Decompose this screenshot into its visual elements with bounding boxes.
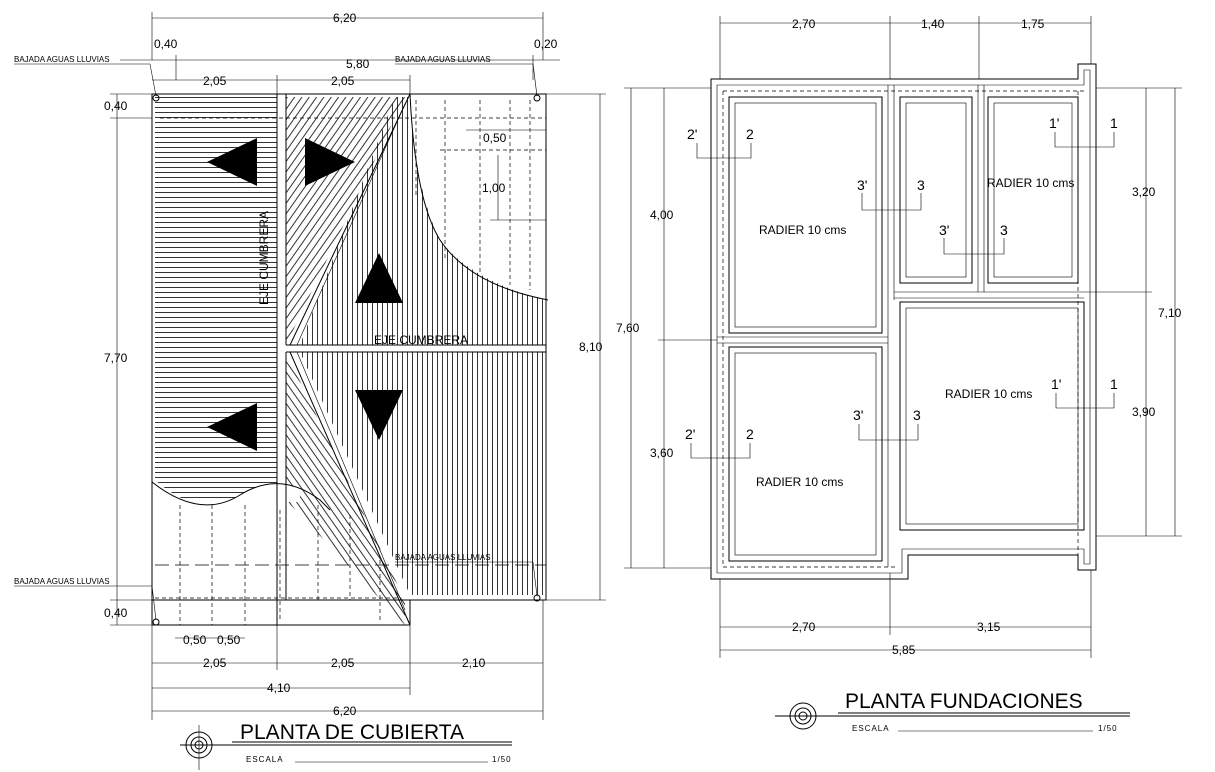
dim-top-left-offset: 0,40 [154,37,178,51]
dim-inner-b: 1,00 [482,181,506,195]
slope-arrows [207,138,403,451]
dim-bottom-total: 6,20 [333,704,357,718]
dim-fnd-right-upper: 3,20 [1132,185,1156,199]
dim-right-total: 8,10 [579,340,603,354]
dim-fnd-left-outer: 7,60 [616,321,640,335]
section-2: 2 [746,426,754,442]
foundation-title-block: PLANTA FUNDACIONES ESCALA 1/50 [775,690,1130,733]
foundation-dimensions: 2,70 1,40 1,75 7,60 4,00 3,60 3,20 3,90 … [616,16,1182,658]
roof-plane-lower-right [300,352,545,595]
dim-top-total: 6,20 [333,11,357,25]
dim-left-top: 0,40 [104,99,128,113]
dim-bottom-row1-b: 2,05 [331,656,355,670]
roof-hidden-lines [155,100,546,625]
note-downpipe-top-left: BAJADA AGUAS LLUVIAS [14,55,110,64]
dim-left-bottom: 0,40 [104,606,128,620]
roof-scale-label: ESCALA [246,755,284,764]
section-3-prime: 3' [939,222,949,238]
arrow-left-lower-icon [207,403,257,451]
section-1: 1 [1110,115,1118,131]
dim-fnd-right-outer: 7,10 [1158,306,1182,320]
dim-fnd-top-b: 1,40 [921,17,945,31]
section-3-prime: 3' [853,407,863,423]
section-2-prime: 2' [687,126,697,142]
dim-fnd-top-a: 2,70 [792,17,816,31]
arrow-left-icon [207,138,257,186]
note-downpipe-bottom-left: BAJADA AGUAS LLUVIAS [14,577,110,586]
note-downpipe-top-right: BAJADA AGUAS LLUVIAS [395,55,491,64]
foundation-plan-title: PLANTA FUNDACIONES [845,690,1083,713]
dim-bottom-seg-a: 0,50 [183,633,207,647]
dim-top-seg-b: 2,05 [331,74,355,88]
ridge-label-horizontal: EJE CUMBRERA [374,333,468,347]
roof-scale-value: 1/50 [492,755,512,764]
ridge-label-vertical: EJE CUMBRERA [257,211,271,305]
slab-label: RADIER 10 cms [759,223,846,237]
section-3-prime: 3' [857,177,867,193]
dim-fnd-top-c: 1,75 [1021,17,1045,31]
slab-label: RADIER 10 cms [945,387,1032,401]
roof-outline [151,93,549,626]
section-markers: 2' 2 1' 1 3' 3 3' 3 1' 1 3' 3 2' 2 [685,115,1118,459]
dim-top-seg-a: 2,05 [203,74,227,88]
dim-top-inner: 5,80 [346,57,370,71]
foundation-scale-label: ESCALA [852,724,890,733]
dim-bottom-seg-b: 0,50 [217,633,241,647]
roof-plan-title: PLANTA DE CUBIERTA [240,721,464,744]
section-1: 1 [1110,376,1118,392]
dim-fnd-bottom-b: 3,15 [977,620,1001,634]
dim-bottom-row1-c: 2,10 [462,656,486,670]
section-1-prime: 1' [1049,115,1059,131]
section-2-prime: 2' [685,426,695,442]
dim-fnd-left-lower: 3,60 [650,446,674,460]
section-2: 2 [746,126,754,142]
dim-left-mid: 7,70 [104,351,128,365]
roof-title-block: PLANTA DE CUBIERTA ESCALA 1/50 [180,721,512,770]
slab-label: RADIER 10 cms [987,176,1074,190]
roof-plane-upper-right [300,97,545,345]
section-3: 3 [913,407,921,423]
roof-dimensions: 6,20 0,40 5,80 0,20 2,05 2,05 0,40 7,70 … [104,11,606,720]
foundation-walls [710,63,1097,580]
section-3: 3 [917,177,925,193]
dim-bottom-row1-a: 2,05 [203,656,227,670]
section-1-prime: 1' [1051,376,1061,392]
arrow-up-icon [355,253,403,303]
dim-bottom-row2: 4,10 [267,681,291,695]
dim-fnd-left-upper: 4,00 [650,208,674,222]
arrow-right-icon [305,138,355,186]
slab-label: RADIER 10 cms [756,475,843,489]
section-3: 3 [1000,222,1008,238]
foundation-plan: RADIER 10 cms RADIER 10 cms RADIER 10 cm… [616,16,1182,733]
dim-fnd-bottom-total: 5,85 [892,643,916,657]
dim-top-right-offset: 0,20 [534,37,558,51]
dim-fnd-bottom-a: 2,70 [792,620,816,634]
foundation-scale-value: 1/50 [1098,724,1118,733]
dim-fnd-right-lower: 3,90 [1132,405,1156,419]
note-downpipe-mid-right: BAJADA AGUAS LLUVIAS [395,553,491,562]
arrow-down-icon [355,390,403,440]
roof-plane-hip-lower [286,352,405,625]
roof-plan: EJE CUMBRERA EJE CUMBRERA BAJADA AGUAS L… [14,11,606,770]
roof-cutout [155,480,300,505]
foundation-rooms [728,96,1085,562]
dim-inner-a: 0,50 [483,131,507,145]
